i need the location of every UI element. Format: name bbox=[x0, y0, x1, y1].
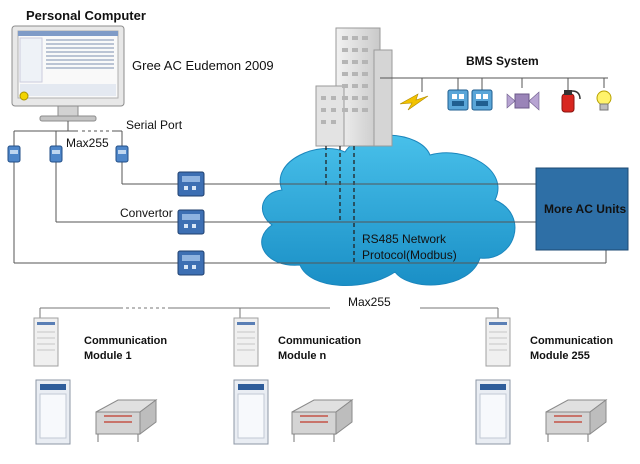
building-bus-lines bbox=[325, 146, 355, 262]
ac-indoor-unit bbox=[233, 379, 269, 445]
pc-title: Personal Computer bbox=[26, 8, 146, 23]
ac-indoor-unit bbox=[35, 379, 71, 445]
serial-port-connector bbox=[7, 145, 21, 163]
ac-condenser-unit bbox=[545, 399, 608, 442]
module-n-line2: Module n bbox=[278, 350, 327, 362]
more-ac-units-box bbox=[535, 167, 629, 251]
serial-port-label: Serial Port bbox=[126, 118, 183, 132]
computer-monitor-icon bbox=[11, 25, 125, 122]
module-bus bbox=[39, 307, 499, 318]
module-1-label: Communication Module 1 bbox=[84, 334, 167, 364]
fire-extinguisher-icon bbox=[561, 90, 581, 113]
max-bottom-label: Max255 bbox=[348, 295, 391, 309]
module-255-label: Communication Module 255 bbox=[530, 334, 613, 364]
network-label-line1: RS485 Network bbox=[362, 232, 447, 246]
bms-bus bbox=[380, 77, 608, 92]
bms-title: BMS System bbox=[466, 54, 539, 68]
light-bulb-icon bbox=[596, 90, 612, 111]
lightning-icon bbox=[399, 93, 429, 111]
software-label: Gree AC Eudemon 2009 bbox=[132, 58, 274, 73]
convertor-device bbox=[177, 250, 205, 276]
serial-port-connector bbox=[49, 145, 63, 163]
convertor-device bbox=[177, 209, 205, 235]
control-panel-icon bbox=[447, 89, 469, 111]
communication-module-device bbox=[485, 317, 511, 367]
convertor-label: Convertor bbox=[120, 206, 173, 220]
module-255-line2: Module 255 bbox=[530, 350, 590, 362]
module-n-label: Communication Module n bbox=[278, 334, 361, 364]
communication-module-device bbox=[233, 317, 259, 367]
ac-condenser-unit bbox=[291, 399, 354, 442]
network-label-line2: Protocol(Modbus) bbox=[362, 248, 457, 262]
convertor-device bbox=[177, 171, 205, 197]
fan-icon bbox=[506, 91, 540, 111]
ac-indoor-unit bbox=[475, 379, 511, 445]
communication-module-device bbox=[33, 317, 59, 367]
ac-condenser-unit bbox=[95, 399, 158, 442]
control-panel-icon bbox=[471, 89, 493, 111]
serial-port-connector bbox=[115, 145, 129, 163]
more-ac-units-label: More AC Units bbox=[544, 202, 627, 216]
max-top-label: Max255 bbox=[66, 136, 109, 150]
module-n-line1: Communication bbox=[278, 335, 362, 347]
building-icon bbox=[315, 27, 393, 147]
module-1-line2: Module 1 bbox=[84, 350, 132, 362]
serial-bus bbox=[13, 121, 607, 264]
module-255-line1: Communication bbox=[530, 335, 614, 347]
module-1-line1: Communication bbox=[84, 335, 168, 347]
